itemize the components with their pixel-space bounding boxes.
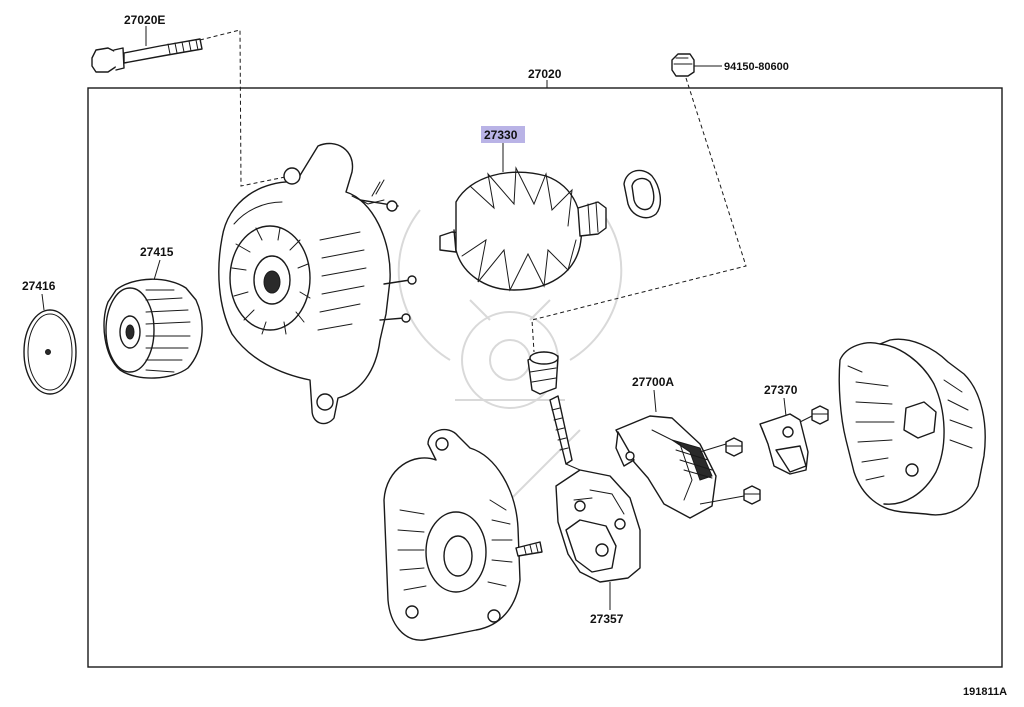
rotor-ring-part[interactable]: [623, 169, 662, 219]
regulator-part[interactable]: [615, 415, 717, 519]
label-pulley[interactable]: 27415: [140, 245, 174, 259]
rotor-label-highlight: [481, 126, 525, 143]
drive-end-housing-part[interactable]: [218, 142, 417, 425]
bolt-part[interactable]: [91, 38, 203, 73]
nut-part[interactable]: [671, 53, 695, 77]
label-rotor[interactable]: 27330: [484, 128, 518, 142]
rotor-part[interactable]: [439, 166, 607, 292]
rectifier-end-frame-part[interactable]: [383, 428, 543, 641]
terminal-insulator-part[interactable]: [759, 413, 809, 475]
label-brush-holder[interactable]: 27357: [590, 612, 624, 626]
rear-end-cover-part[interactable]: [838, 338, 986, 516]
assembly-frame: [87, 87, 1003, 668]
label-bolt[interactable]: 27020E: [124, 13, 165, 27]
label-regulator[interactable]: 27700A: [632, 375, 674, 389]
pulley-part[interactable]: [103, 278, 203, 379]
bushing-part[interactable]: [527, 351, 559, 395]
regulator-screw-1[interactable]: [725, 437, 743, 457]
label-assembly[interactable]: 27020: [528, 67, 562, 81]
terminal-nut[interactable]: [811, 405, 829, 425]
label-nut[interactable]: 94150-80600: [724, 61, 789, 73]
figure-id: 191811A: [963, 686, 1007, 698]
brush-holder-part[interactable]: [549, 395, 641, 583]
cover-part[interactable]: [23, 309, 77, 395]
regulator-screw-2[interactable]: [743, 485, 761, 505]
label-cover[interactable]: 27416: [22, 279, 56, 293]
label-terminal-insulator[interactable]: 27370: [764, 383, 798, 397]
